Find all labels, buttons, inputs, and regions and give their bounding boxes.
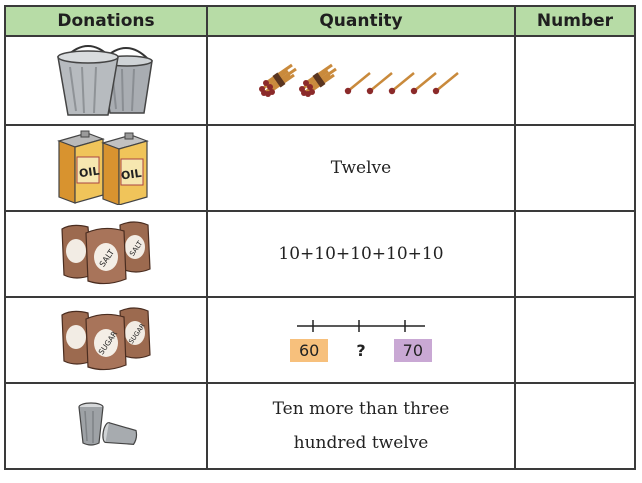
table-row	[4, 35, 636, 126]
number-cell[interactable]	[514, 382, 636, 470]
number-cell[interactable]	[514, 124, 636, 212]
number-line-right-value: 70	[393, 338, 432, 362]
donation-cell: OIL OIL	[4, 124, 208, 212]
quantity-cell: Ten more than three hundred twelve	[206, 382, 516, 470]
sugar-bags-icon: SUGAR SUGAR	[61, 307, 151, 371]
quantity-text-line-2: hundred twelve	[293, 433, 429, 453]
quantity-cell: 60 ? 70	[206, 296, 516, 384]
svg-text:OIL: OIL	[78, 164, 100, 180]
quantity-text-line-1: Ten more than three	[272, 399, 450, 419]
quantity-text: Twelve	[330, 158, 392, 178]
table-row: OIL OIL Twelve	[4, 124, 636, 212]
svg-text:OIL: OIL	[120, 167, 142, 183]
number-cell[interactable]	[514, 210, 636, 298]
number-line-axis	[297, 319, 425, 332]
header-donations: Donations	[4, 5, 208, 37]
table-row: SALT SALT 10+10+10+10+10	[4, 210, 636, 298]
table-row: Ten more than three hundred twelve	[4, 382, 636, 470]
number-cell[interactable]	[514, 296, 636, 384]
quantity-cell	[206, 35, 516, 126]
matchsticks-icon	[259, 63, 459, 97]
buckets-icon	[57, 44, 153, 116]
donation-cell: SALT SALT	[4, 210, 208, 298]
number-line-left-value: 60	[290, 338, 329, 362]
glasses-icon	[78, 402, 138, 446]
donation-cell: SUGAR SUGAR	[4, 296, 208, 384]
donation-cell	[4, 382, 208, 470]
quantity-cell: Twelve	[206, 124, 516, 212]
table-row: SUGAR SUGAR	[4, 296, 636, 384]
donations-table: Donations Quantity Number	[4, 5, 636, 470]
quantity-text: 10+10+10+10+10	[278, 244, 444, 264]
header-row: Donations Quantity Number	[4, 5, 636, 37]
number-line: 60 ? 70	[208, 319, 514, 362]
oil-tins-icon: OIL OIL	[57, 130, 149, 206]
quantity-cell: 10+10+10+10+10	[206, 210, 516, 298]
header-number: Number	[514, 5, 636, 37]
salt-bags-icon: SALT SALT	[61, 221, 151, 285]
header-quantity: Quantity	[206, 5, 516, 37]
number-cell[interactable]	[514, 35, 636, 126]
donation-cell	[4, 35, 208, 126]
number-line-missing-value: ?	[356, 340, 366, 360]
